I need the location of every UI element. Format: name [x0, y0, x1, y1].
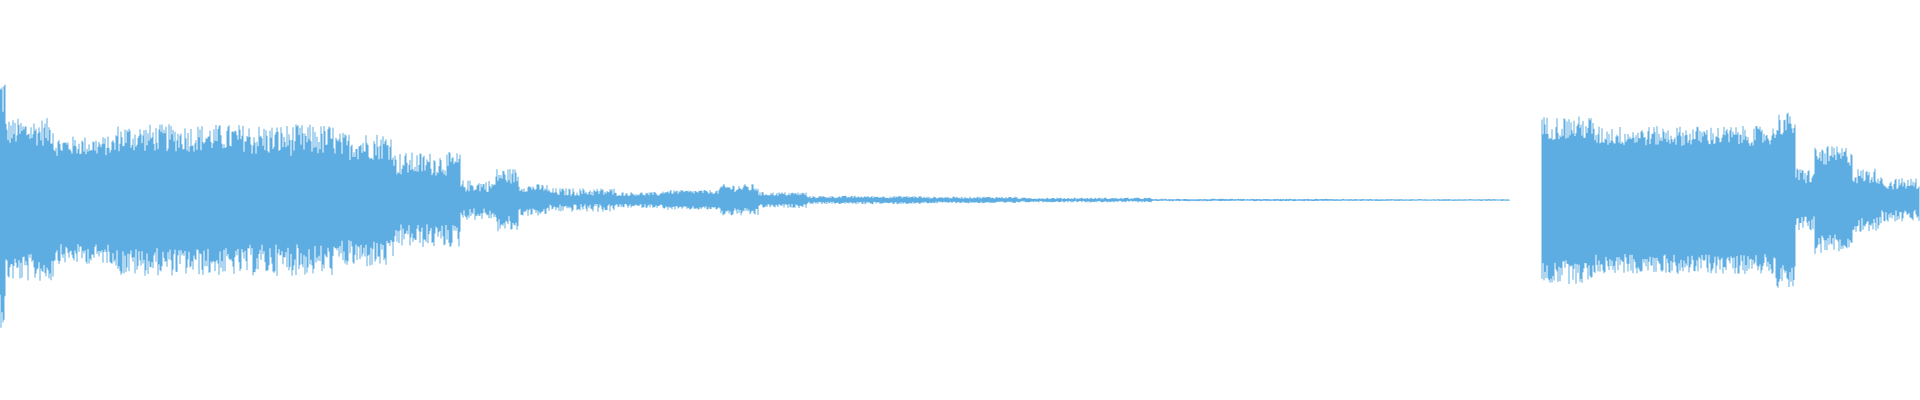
waveform-bars — [0, 84, 1920, 328]
waveform-path — [0, 84, 1920, 328]
